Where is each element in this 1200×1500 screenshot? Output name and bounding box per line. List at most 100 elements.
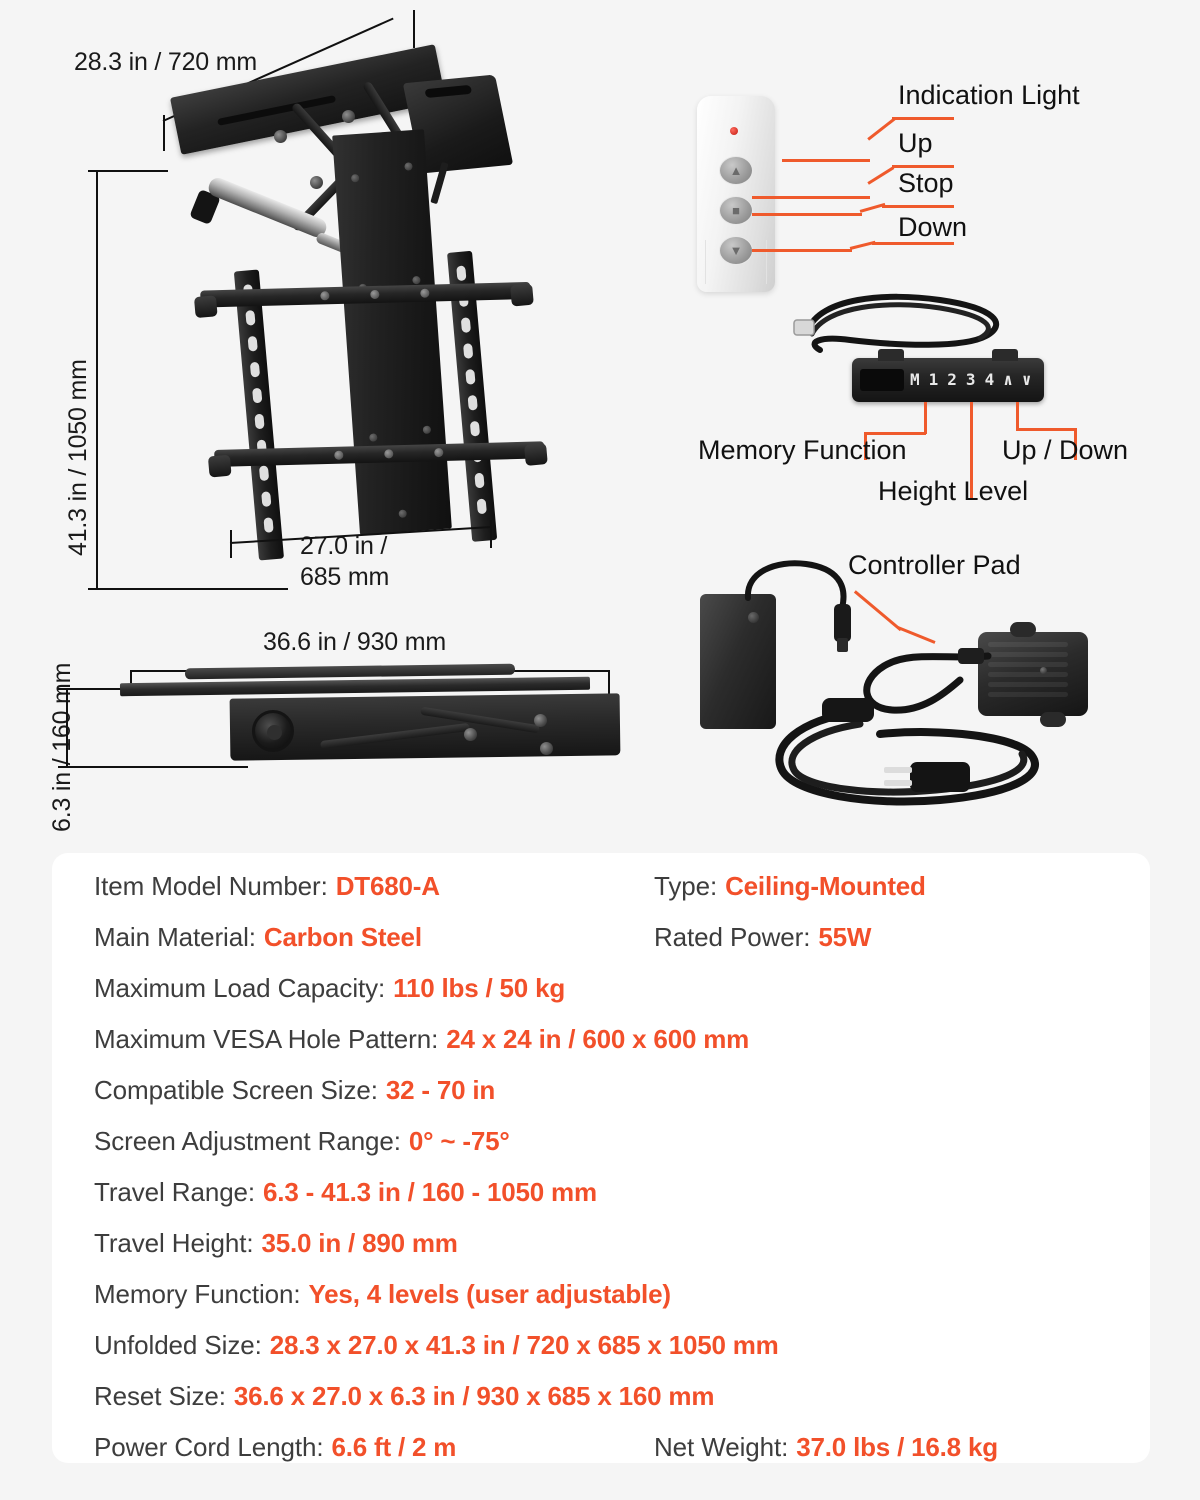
spec-value: 6.3 - 41.3 in / 160 - 1050 mm: [263, 1177, 597, 1207]
spec-label: Maximum Load Capacity:: [94, 973, 386, 1003]
remote-control-section: ▲ ■ ▼ Ind: [640, 60, 1200, 310]
spec-label: Net Weight:: [654, 1432, 789, 1462]
spec-item-memory-function: Memory Function: Yes, 4 levels (user adj…: [94, 1279, 671, 1310]
key-memory[interactable]: M: [910, 370, 920, 389]
callout-up-down: Up / Down: [1002, 435, 1129, 465]
scissor-pivot: [274, 130, 287, 143]
spec-row: Unfolded Size: 28.3 x 27.0 x 41.3 in / 7…: [94, 1330, 1130, 1381]
bracket-rail-left: [233, 269, 285, 561]
spec-item-max-load-capacity: Maximum Load Capacity: 110 lbs / 50 kg: [94, 973, 565, 1004]
key-up[interactable]: ∧: [1003, 370, 1013, 389]
spec-label: Memory Function:: [94, 1279, 301, 1309]
specifications-list: Item Model Number: DT680-A Type: Ceiling…: [94, 871, 1130, 1483]
keypad-mount-tab: [878, 349, 904, 361]
spec-value: 110 lbs / 50 kg: [393, 973, 566, 1003]
key-level-1[interactable]: 1: [928, 370, 939, 389]
spec-label: Reset Size:: [94, 1381, 226, 1411]
scissor-pivot: [310, 176, 323, 189]
key-level-2[interactable]: 2: [947, 370, 957, 389]
dimension-bracket-width-line: [229, 520, 492, 558]
remote-up-button[interactable]: ▲: [719, 156, 753, 185]
callout-down: Down: [898, 212, 968, 242]
spec-value: 0° ~ -75°: [408, 1126, 510, 1156]
specifications-card: Item Model Number: DT680-A Type: Ceiling…: [52, 853, 1150, 1463]
spec-label: Main Material:: [94, 922, 256, 952]
remote-down-button[interactable]: ▼: [719, 236, 753, 265]
keypad-display: [860, 369, 904, 391]
ac-power-cord: [775, 698, 1039, 806]
spec-row: Screen Adjustment Range: 0° ~ -75°: [94, 1126, 1130, 1177]
spec-label: Power Cord Length:: [94, 1432, 324, 1462]
key-level-3[interactable]: 3: [965, 370, 976, 389]
ceiling-lift-illustration: 28.3 in / 720 mm 41.3 in / 1050 mm: [0, 0, 620, 630]
indication-light-led: [730, 127, 738, 135]
bracket-end-cap: [510, 283, 534, 307]
bracket-end-cap: [207, 454, 232, 478]
spec-row: Item Model Number: DT680-A Type: Ceiling…: [94, 871, 1130, 922]
chevron-down-icon: ▼: [729, 243, 743, 258]
bracket-end-cap: [524, 443, 548, 466]
spec-row: Maximum Load Capacity: 110 lbs / 50 kg: [94, 973, 1130, 1024]
callout-height-level: Height Level: [878, 476, 1029, 506]
controller-pad-mount-tab: [1010, 622, 1036, 637]
controller-pad-mount-tab: [1040, 712, 1066, 727]
spec-label: Maximum VESA Hole Pattern:: [94, 1024, 439, 1054]
spec-row: Travel Range: 6.3 - 41.3 in / 160 - 1050…: [94, 1177, 1130, 1228]
keypad-module: M 1 2 3 4 ∧ ∨: [852, 349, 1044, 402]
bracket-end-cap: [193, 295, 218, 319]
spec-item-compatible-screen-size: Compatible Screen Size: 32 - 70 in: [94, 1075, 495, 1106]
spec-value: 32 - 70 in: [385, 1075, 496, 1105]
key-down[interactable]: ∨: [1021, 370, 1032, 389]
spec-item-travel-height: Travel Height: 35.0 in / 890 mm: [94, 1228, 458, 1259]
spec-value: Carbon Steel: [263, 922, 422, 952]
spec-value: 36.6 x 27.0 x 6.3 in / 930 x 685 x 160 m…: [233, 1381, 715, 1411]
spec-label: Travel Height:: [94, 1228, 254, 1258]
dimension-width-top: 28.3 in / 720 mm: [74, 48, 258, 76]
spec-item-unfolded-size: Unfolded Size: 28.3 x 27.0 x 41.3 in / 7…: [94, 1330, 779, 1361]
folded-pulley: [252, 710, 294, 752]
spec-item-net-weight: Net Weight: 37.0 lbs / 16.8 kg: [654, 1432, 998, 1463]
tv-mount-bracket: [193, 248, 548, 562]
spec-row: Travel Height: 35.0 in / 890 mm: [94, 1228, 1130, 1279]
spec-label: Type:: [654, 871, 718, 901]
key-level-4[interactable]: 4: [984, 370, 995, 389]
spec-label: Rated Power:: [654, 922, 811, 952]
spec-value: 24 x 24 in / 600 x 600 mm: [446, 1024, 750, 1054]
spec-label: Compatible Screen Size:: [94, 1075, 378, 1105]
spec-value: Yes, 4 levels (user adjustable): [308, 1279, 671, 1309]
keypad-keys: M 1 2 3 4 ∧ ∨: [910, 372, 1031, 388]
callout-stop: Stop: [898, 168, 954, 198]
dimension-folded-height-line: [66, 688, 68, 768]
folded-height-top-tick: [58, 688, 148, 690]
spec-item-model-number: Item Model Number: DT680-A: [94, 871, 654, 902]
controller-pad-body: [978, 632, 1088, 716]
spec-item-main-material: Main Material: Carbon Steel: [94, 922, 654, 953]
spec-label: Unfolded Size:: [94, 1330, 262, 1360]
scissor-pivot: [342, 110, 355, 123]
folded-base-plate: [119, 676, 591, 697]
folded-view-illustration: 36.6 in / 930 mm 6.3 in / 160 mm: [0, 600, 630, 850]
spec-item-rated-power: Rated Power: 55W: [654, 922, 871, 953]
callout-indication-light: Indication Light: [898, 80, 1080, 110]
keypad-section: M 1 2 3 4 ∧ ∨ Memory Function Height Lev…: [640, 280, 1200, 520]
spec-item-reset-size: Reset Size: 36.6 x 27.0 x 6.3 in / 930 x…: [94, 1381, 714, 1412]
dimension-height-top-tick: [88, 170, 168, 172]
callout-memory-function: Memory Function: [698, 435, 907, 465]
spec-value: 55W: [818, 922, 872, 952]
spec-value: DT680-A: [335, 871, 440, 901]
dimension-folded-length: 36.6 in / 930 mm: [263, 628, 447, 656]
spec-row: Memory Function: Yes, 4 levels (user adj…: [94, 1279, 1130, 1330]
nema-plug: [884, 762, 970, 792]
callout-controller-pad: Controller Pad: [848, 550, 1021, 580]
power-adapter-brick: [700, 594, 776, 729]
spec-row: Main Material: Carbon Steel Rated Power:…: [94, 922, 1130, 973]
chevron-up-icon: ▲: [729, 163, 743, 178]
adapter-output-cable: [744, 560, 851, 652]
keypad-cable: [793, 293, 1000, 353]
spec-row: Power Cord Length: 6.6 ft / 2 m Net Weig…: [94, 1432, 1130, 1483]
spec-label: Item Model Number:: [94, 871, 328, 901]
spec-value: 6.6 ft / 2 m: [331, 1432, 457, 1462]
remote-stop-button[interactable]: ■: [719, 196, 753, 225]
keypad-mount-tab: [992, 349, 1018, 361]
